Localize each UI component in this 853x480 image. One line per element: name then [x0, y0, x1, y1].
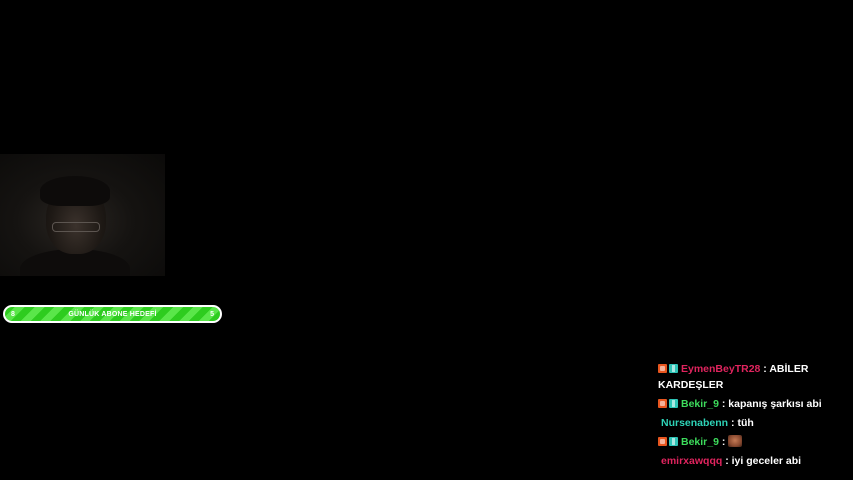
chat-username: emirxawqqq [661, 455, 723, 467]
chat-text: kapanış şarkısı abi [728, 398, 822, 410]
webcam-overlay [0, 154, 165, 276]
chat-separator: : [725, 455, 729, 467]
chat-separator: : [731, 417, 735, 429]
webcam-person-glasses [52, 222, 100, 232]
chat-message: EymenBeyTR28 : ABİLER KARDEŞLER [658, 361, 848, 393]
chat-text: iyi geceler abi [731, 455, 802, 467]
sub-badge-icon [669, 437, 678, 446]
chat-message: Nursenabenn : tüh [658, 415, 848, 431]
sub-badge-icon [669, 399, 678, 408]
chat-separator: : [763, 363, 767, 375]
chat-text: tüh [737, 417, 754, 429]
mod-badge-icon [658, 364, 667, 373]
webcam-person-hair [40, 176, 110, 206]
chat-overlay: EymenBeyTR28 : ABİLER KARDEŞLER Bekir_9 … [658, 361, 848, 472]
chat-message: Bekir_9 : [658, 434, 848, 450]
chat-separator: : [721, 436, 726, 448]
chat-username: Nursenabenn [661, 417, 729, 429]
goal-target-count: 5 [210, 310, 214, 318]
chat-separator: : [721, 398, 726, 410]
mod-badge-icon [658, 437, 667, 446]
chat-username: EymenBeyTR28 [681, 363, 761, 375]
chat-emote-icon [728, 435, 743, 447]
chat-message: emirxawqqq : iyi geceler abi [658, 453, 848, 469]
goal-current-count: 8 [11, 310, 15, 318]
sub-badge-icon [669, 364, 678, 373]
chat-username: Bekir_9 [681, 398, 719, 410]
daily-sub-goal-bar: 8 GÜNLÜK ABONE HEDEFİ 5 [3, 305, 222, 323]
chat-username: Bekir_9 [681, 436, 719, 448]
chat-text: ABİLER KARDEŞLER [658, 363, 809, 391]
chat-message: Bekir_9 : kapanış şarkısı abi [658, 396, 848, 412]
mod-badge-icon [658, 399, 667, 408]
goal-title: GÜNLÜK ABONE HEDEFİ [68, 310, 157, 318]
